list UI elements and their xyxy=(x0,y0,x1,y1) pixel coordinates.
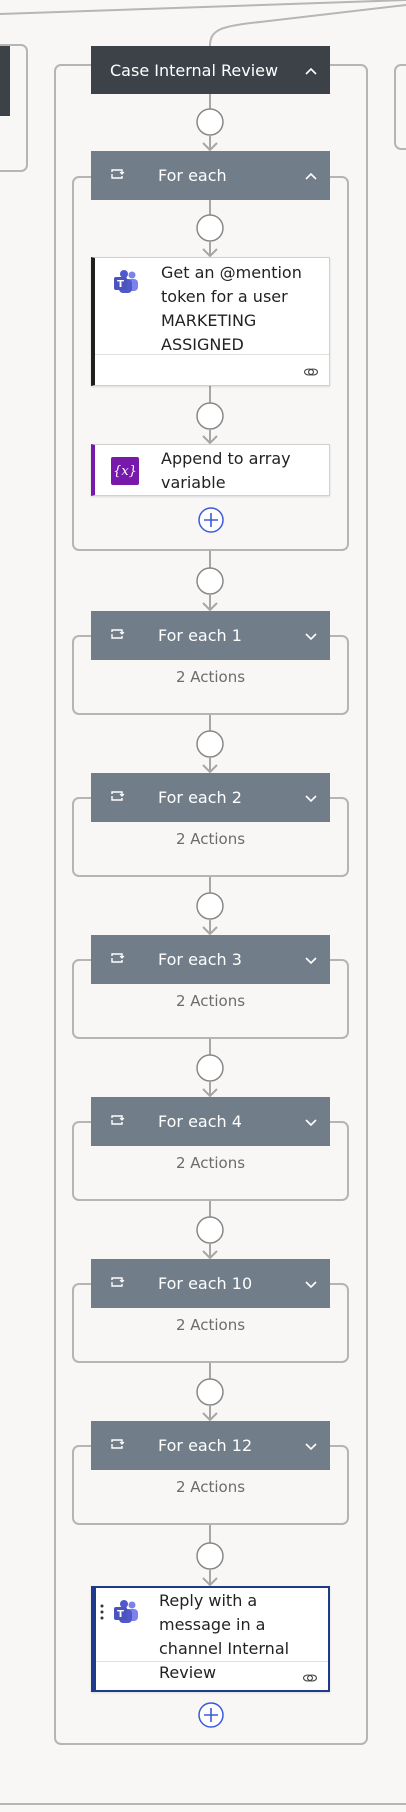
mention-token-card[interactable]: T Get an @mention token for a user MARKE… xyxy=(91,257,330,386)
collapsed-loop-header[interactable]: For each 1 xyxy=(91,611,330,660)
loop-icon xyxy=(109,950,125,966)
loop-icon xyxy=(109,788,125,804)
teams-icon: T xyxy=(112,1598,140,1630)
chevron-up-icon[interactable] xyxy=(304,63,318,82)
svg-text:T: T xyxy=(117,279,124,290)
chevron-down-icon[interactable] xyxy=(304,952,318,966)
left-branch-frame xyxy=(0,44,28,172)
card-footer xyxy=(96,1661,328,1690)
collapsed-loop-summary: 2 Actions xyxy=(175,1154,246,1172)
chevron-up-icon[interactable] xyxy=(304,168,318,182)
chevron-down-icon[interactable] xyxy=(304,1276,318,1290)
loop-icon xyxy=(109,166,125,182)
append-array-card[interactable]: {x} Append to array variable xyxy=(91,444,330,496)
collapsed-loop-header[interactable]: For each 4 xyxy=(91,1097,330,1146)
collapsed-loop-header[interactable]: For each 10 xyxy=(91,1259,330,1308)
link-icon[interactable] xyxy=(303,363,319,382)
for-each-header[interactable]: For each xyxy=(91,151,330,200)
chevron-down-icon[interactable] xyxy=(304,1114,318,1128)
reply-message-card[interactable]: T Reply with a message in a channel Inte… xyxy=(91,1586,330,1692)
collapsed-loop-title: For each 1 xyxy=(158,626,242,645)
loop-icon xyxy=(109,626,125,642)
scope-title: Case Internal Review xyxy=(110,60,279,80)
collapsed-loop-summary: 2 Actions xyxy=(175,1316,246,1334)
loop-icon xyxy=(109,1112,125,1128)
for-each-title: For each xyxy=(158,166,227,185)
right-branch-frame xyxy=(394,64,406,150)
collapsed-loop-title: For each 2 xyxy=(158,788,242,807)
chevron-down-icon[interactable] xyxy=(304,790,318,804)
add-action-button[interactable] xyxy=(197,506,225,538)
chevron-down-icon[interactable] xyxy=(304,628,318,642)
loop-icon xyxy=(109,1274,125,1290)
collapsed-loop-header[interactable]: For each 2 xyxy=(91,773,330,822)
collapsed-loop-header[interactable]: For each 3 xyxy=(91,935,330,984)
collapsed-loop-title: For each 3 xyxy=(158,950,242,969)
left-branch-header[interactable] xyxy=(0,46,10,116)
collapsed-loop-title: For each 12 xyxy=(158,1436,253,1455)
reply-message-label: Reply with a message in a channel Intern… xyxy=(159,1591,290,1682)
loop-icon xyxy=(109,1436,125,1452)
variable-icon: {x} xyxy=(111,457,139,485)
collapsed-loop-header[interactable]: For each 12 xyxy=(91,1421,330,1470)
teams-icon: T xyxy=(112,268,140,300)
collapsed-loop-summary: 2 Actions xyxy=(175,992,246,1010)
add-action-button[interactable] xyxy=(197,1701,225,1733)
mention-token-label: Get an @mention token for a user MARKETI… xyxy=(161,263,302,354)
drag-handle-icon[interactable] xyxy=(100,1604,104,1624)
collapsed-loop-summary: 2 Actions xyxy=(175,668,246,686)
card-footer xyxy=(95,354,329,385)
collapsed-loop-summary: 2 Actions xyxy=(175,830,246,848)
link-icon[interactable] xyxy=(302,1669,318,1688)
collapsed-loop-title: For each 10 xyxy=(158,1274,253,1293)
collapsed-loop-title: For each 4 xyxy=(158,1112,242,1131)
append-array-label: Append to array variable xyxy=(161,449,291,492)
chevron-down-icon[interactable] xyxy=(304,1438,318,1452)
collapsed-loop-summary: 2 Actions xyxy=(175,1478,246,1496)
scope-header[interactable]: Case Internal Review xyxy=(91,46,330,94)
svg-text:T: T xyxy=(117,1609,124,1620)
